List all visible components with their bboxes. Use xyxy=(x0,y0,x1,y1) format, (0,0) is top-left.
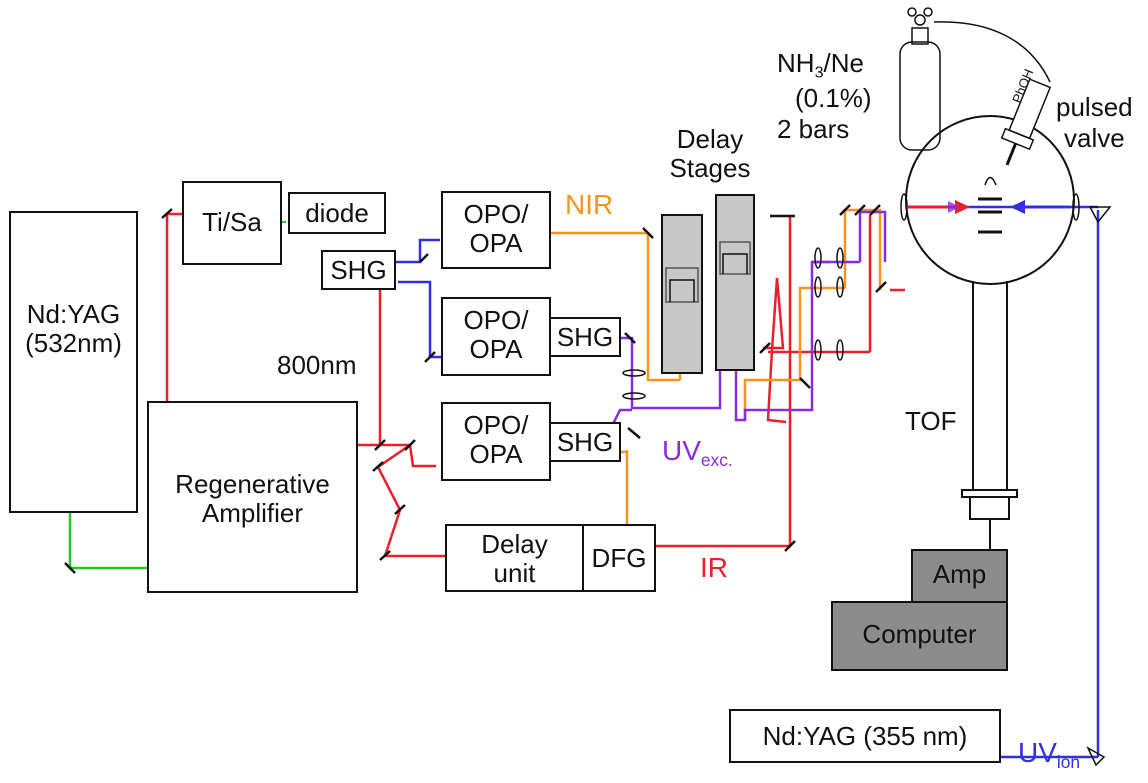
amp-label: Amp xyxy=(932,559,987,589)
pulsed-valve-label: pulsed valve xyxy=(1056,92,1133,154)
delay-stage-1 xyxy=(661,214,703,374)
shg-main-label: SHG xyxy=(330,255,387,285)
dfg-label: DFG xyxy=(591,543,647,573)
nd-yag-532-line2: (532nm) xyxy=(25,327,122,358)
opo-opa-box-3 xyxy=(441,402,621,481)
opo-opa-label-2: OPO/ OPA xyxy=(444,306,548,363)
opo2-line1: OPO/ xyxy=(463,305,529,335)
opo-opa-label-1: OPO/ OPA xyxy=(444,200,548,257)
laser-arrows xyxy=(908,200,1070,214)
regenerative-amplifier-box xyxy=(147,401,358,593)
opo-opa-box-1 xyxy=(441,191,551,269)
diode-box xyxy=(288,192,386,234)
gas-label: NH3/Ne (0.1%) 2 bars xyxy=(777,48,872,145)
pulsed-valve-line2: valve xyxy=(1064,123,1125,154)
gas-line2: (0.1%) xyxy=(795,82,872,113)
nd-yag-532-label: Nd:YAG (532nm) xyxy=(12,300,135,357)
opo1-line1: OPO/ xyxy=(463,199,529,229)
mirrors xyxy=(64,204,887,574)
delay-unit-label: Delay unit xyxy=(448,530,581,587)
opo-opa-label-3: OPO/ OPA xyxy=(444,411,548,468)
delay-stages-line2: Stages xyxy=(669,152,751,183)
label-800nm: 800nm xyxy=(277,350,357,380)
tisa-box xyxy=(182,181,282,265)
delay-stages-line1: Delay xyxy=(676,124,744,154)
gas-line1: NH3/Ne xyxy=(777,48,864,82)
computer-box xyxy=(831,601,1008,671)
opo1-line2: OPA xyxy=(469,227,523,258)
red-800nm-beam xyxy=(165,212,905,558)
diode-label: diode xyxy=(305,198,369,228)
tof-label: TOF xyxy=(905,406,957,436)
regen-amp-line2: Amplifier xyxy=(201,497,304,528)
delay-stages-label: Delay Stages xyxy=(650,125,770,182)
opo3-line2: OPA xyxy=(469,438,523,469)
vacuum-chamber xyxy=(905,115,1075,550)
computer-label: Computer xyxy=(862,619,977,649)
delay-stage-2 xyxy=(715,194,755,371)
opo-opa-box-2 xyxy=(441,297,621,376)
gas-line3: 2 bars xyxy=(777,114,850,145)
nir-beam-label: NIR xyxy=(565,189,614,220)
lenses xyxy=(622,193,1080,400)
regenerative-amplifier-label: Regenerative Amplifier xyxy=(150,470,355,527)
pulsed-valve-line1: pulsed xyxy=(1056,92,1133,122)
shg3-label: SHG xyxy=(556,427,614,457)
pulsed-valve xyxy=(1000,78,1052,166)
nd-yag-355-label: Nd:YAG (355 nm) xyxy=(762,721,968,751)
nd-yag-355-box xyxy=(729,206,1112,767)
tisa-label: Ti/Sa xyxy=(202,207,262,237)
regen-amp-line1: Regenerative xyxy=(175,469,330,499)
ir-beam-label: IR xyxy=(700,552,728,583)
delay-unit-box xyxy=(445,524,656,592)
shg2-label: SHG xyxy=(556,322,614,352)
nd-yag-532-box xyxy=(9,211,138,513)
uv-ion-beam-label: UVion xyxy=(1018,737,1081,773)
opo3-line1: OPO/ xyxy=(463,410,529,440)
delay-unit-line2: unit xyxy=(493,557,536,588)
gas-cylinder xyxy=(899,7,1051,151)
delay-unit-line1: Delay xyxy=(481,529,548,559)
shg-main-box xyxy=(321,250,396,290)
nd-yag-532-line1: Nd:YAG xyxy=(26,299,121,329)
opo2-line2: OPA xyxy=(469,333,523,364)
uv-exc-beam-label: UVexc. xyxy=(662,435,733,471)
